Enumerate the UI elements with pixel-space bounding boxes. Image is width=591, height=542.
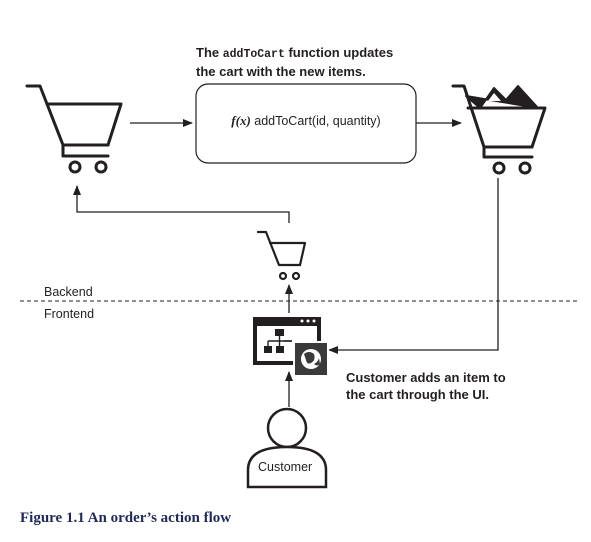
- customer-icon: [246, 407, 328, 489]
- customer-action-caption: Customer adds an item to the cart throug…: [346, 370, 506, 402]
- small-cart-icon: [256, 230, 307, 281]
- function-name-code: addToCart: [222, 48, 285, 61]
- empty-cart-icon: [25, 84, 123, 174]
- frontend-label: Frontend: [44, 307, 95, 321]
- customer-label: Customer: [258, 460, 313, 474]
- full-cart-icon: [451, 84, 547, 175]
- globe-icon: [293, 341, 329, 377]
- backend-label: Backend: [44, 285, 93, 299]
- function-signature: f(x) addToCart(id, quantity): [196, 113, 416, 129]
- arrow-cart-to-ui: [328, 178, 499, 354]
- arrow-request-to-cart: [73, 185, 290, 223]
- function-caption: The addToCart function updates the cart …: [196, 45, 394, 79]
- figure-caption: Figure 1.1 An order’s action flow: [20, 510, 232, 526]
- function-call: addToCart(id, quantity): [250, 114, 381, 128]
- fx-symbol: f(x): [231, 113, 251, 128]
